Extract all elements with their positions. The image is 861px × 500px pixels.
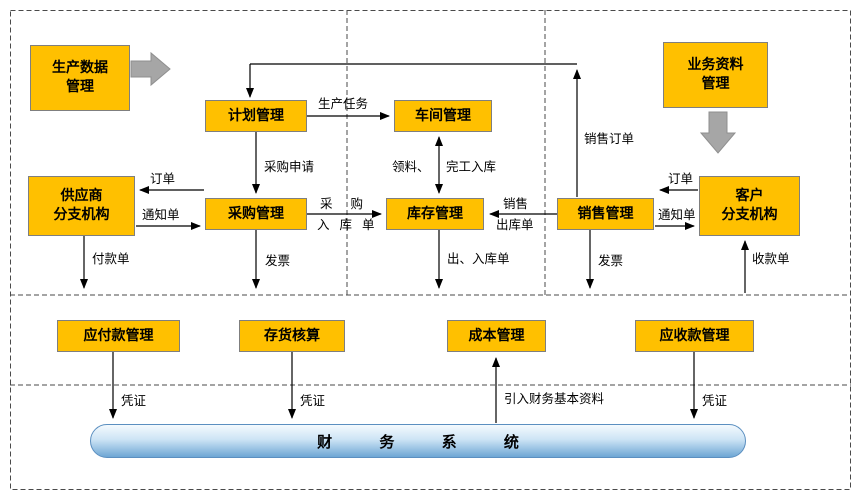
module-business-data-line1: 业务资料 — [687, 57, 744, 74]
label-finished-warehousing: 完工入库 — [446, 159, 497, 174]
module-business-data-line2: 管理 — [701, 76, 730, 92]
label-invoice-sales: 发票 — [598, 253, 624, 268]
module-cost: 成本管理 — [447, 320, 546, 352]
module-inventory: 库存管理 — [386, 198, 484, 230]
label-out-in-slip: 出、入库单 — [447, 251, 510, 266]
module-workshop: 车间管理 — [394, 100, 492, 132]
label-material-pick: 领料、 — [392, 159, 430, 174]
label-sales-out-line2: 出库单 — [496, 217, 534, 232]
outer-dashed-border — [10, 10, 851, 490]
label-order-customer: 订单 — [668, 171, 694, 186]
module-supplier-branch: 供应商 分支机构 — [28, 176, 135, 236]
label-invoice-purchase: 发票 — [265, 253, 291, 268]
module-supplier-line2: 分支机构 — [53, 207, 110, 223]
module-customer-line1: 客户 — [735, 188, 764, 205]
production-data-big-arrow-icon — [130, 51, 171, 87]
module-customer-line2: 分支机构 — [721, 207, 778, 223]
module-customer-branch: 客户 分支机构 — [699, 176, 800, 236]
label-voucher-inventory: 凭证 — [300, 393, 326, 408]
label-voucher-ar: 凭证 — [702, 393, 728, 408]
label-notice-supplier: 通知单 — [142, 207, 180, 222]
label-purchase-in-line2: 入 库 单 — [317, 217, 375, 232]
label-import-finance-data: 引入财务基本资料 — [504, 391, 605, 406]
label-receipt-slip: 收款单 — [752, 251, 790, 266]
label-sales-out-line1: 销售 — [503, 196, 529, 211]
module-production-data-line1: 生产数据 — [52, 60, 108, 77]
module-business-data: 业务资料 管理 — [663, 42, 768, 108]
label-sales-order: 销售订单 — [584, 131, 635, 146]
business-data-big-arrow-icon — [699, 111, 737, 154]
label-order-supplier: 订单 — [150, 171, 176, 186]
module-accounts-receivable: 应收款管理 — [635, 320, 754, 352]
module-production-data-line2: 管理 — [66, 79, 94, 95]
label-purchase-request: 采购申请 — [264, 159, 315, 174]
module-inventory-accounting: 存货核算 — [239, 320, 345, 352]
label-voucher-ap: 凭证 — [121, 393, 147, 408]
label-notice-customer: 通知单 — [658, 207, 696, 222]
label-payment-slip: 付款单 — [92, 251, 130, 266]
module-purchase: 采购管理 — [205, 198, 307, 230]
module-sales: 销售管理 — [557, 198, 654, 230]
finance-system-bar: 财 务 系 统 — [90, 424, 746, 458]
module-accounts-payable: 应付款管理 — [57, 320, 180, 352]
label-production-task: 生产任务 — [318, 96, 369, 111]
label-purchase-in-line1: 采 购 — [320, 196, 363, 211]
module-supplier-line1: 供应商 — [60, 188, 103, 205]
module-plan: 计划管理 — [205, 100, 307, 132]
module-production-data: 生产数据 管理 — [30, 45, 130, 111]
